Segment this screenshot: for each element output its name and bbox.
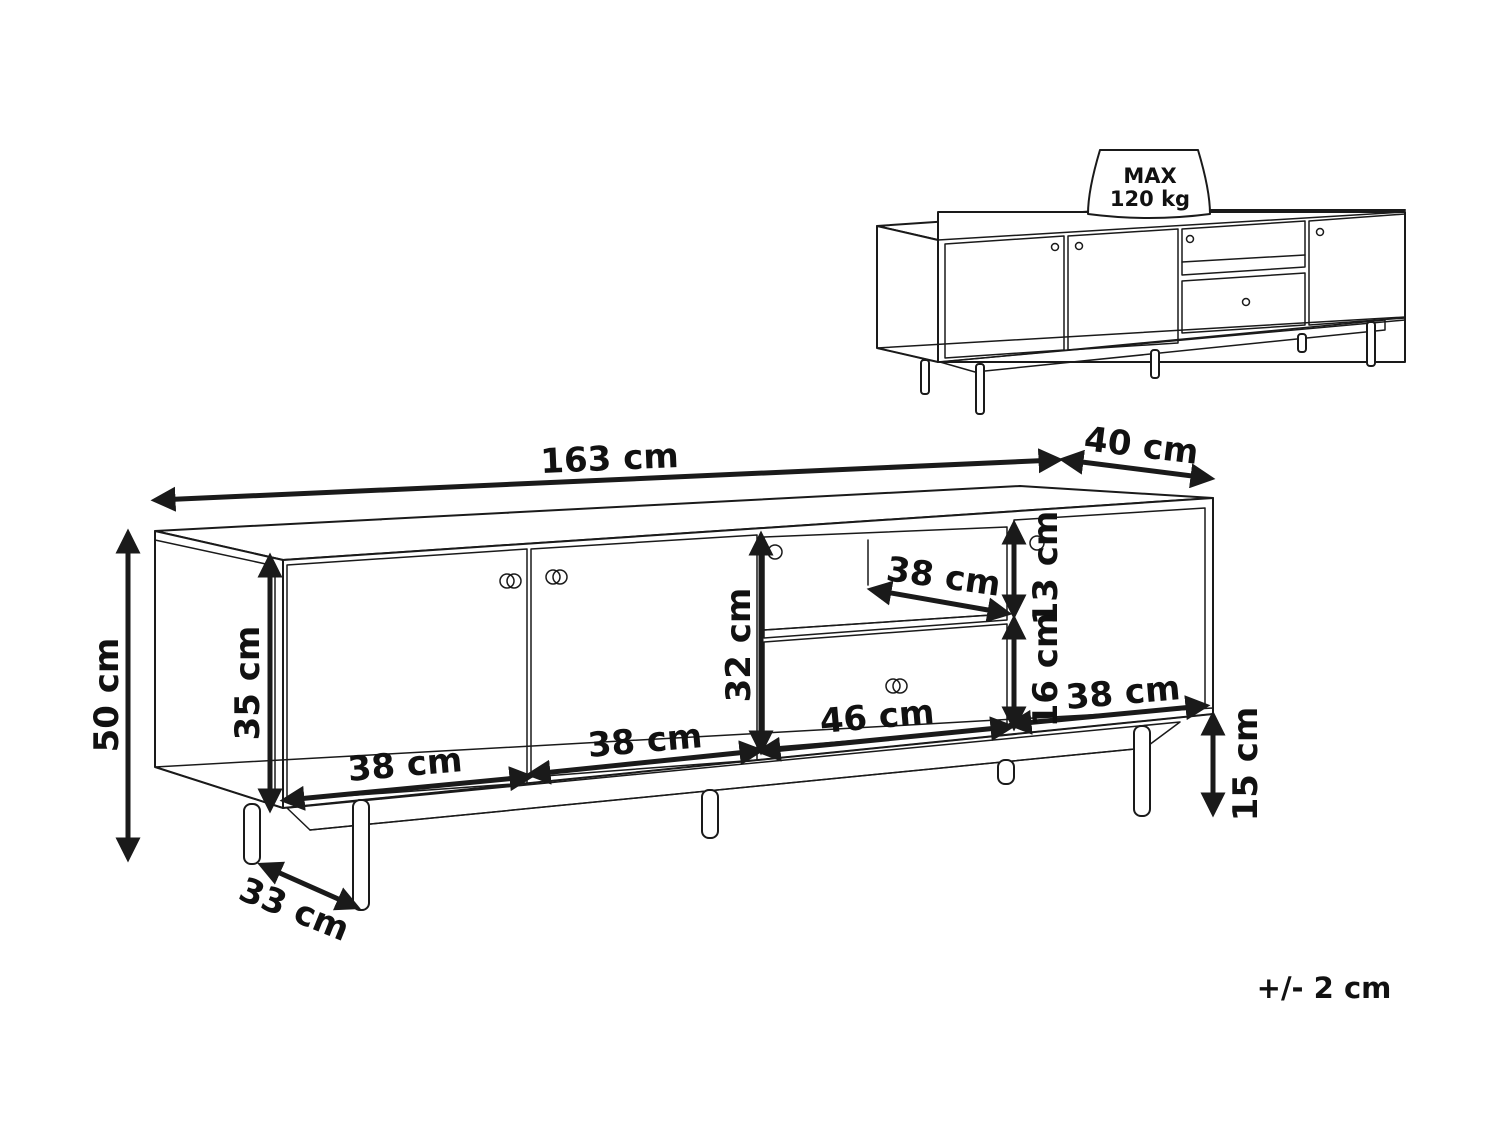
- dimension-lines: [115, 448, 1226, 911]
- drawer-height-label: 16 cm: [1026, 613, 1066, 728]
- max-load-label: MAX: [1123, 164, 1176, 188]
- max-load-value: 120 kg: [1110, 187, 1190, 211]
- total-height-label: 50 cm: [87, 638, 127, 753]
- door-second-width-dimension-arrow: [525, 740, 765, 785]
- drawer-width-dimension-arrow: [755, 716, 1016, 762]
- preview-sideboard: [876, 209, 1406, 415]
- cabinet-height-label: 35 cm: [228, 626, 268, 741]
- width-dimension-arrow: [150, 448, 1064, 512]
- leg-height-label: 15 cm: [1226, 707, 1266, 822]
- door-right-width-label: 38 cm: [1064, 668, 1182, 718]
- leg-depth-dimension-arrow: [257, 861, 361, 911]
- max-load-weight-icon: MAX 120 kg: [1087, 127, 1211, 219]
- drawer-width-label: 46 cm: [818, 692, 936, 742]
- door-second-width-label: 38 cm: [586, 716, 704, 766]
- shelf-width-dimension-arrow: [866, 580, 1013, 623]
- door-right-width-dimension-arrow: [1006, 695, 1211, 735]
- depth-dimension-arrow: [1058, 449, 1216, 489]
- shelf-height-label: 13 cm: [1026, 511, 1066, 626]
- total-width-label: 163 cm: [540, 436, 680, 482]
- door-left-width-label: 38 cm: [346, 740, 464, 790]
- middle-height-label: 32 cm: [719, 588, 759, 703]
- door-left-width-dimension-arrow: [279, 766, 535, 811]
- tolerance-note: +/- 2 cm: [1257, 971, 1392, 1005]
